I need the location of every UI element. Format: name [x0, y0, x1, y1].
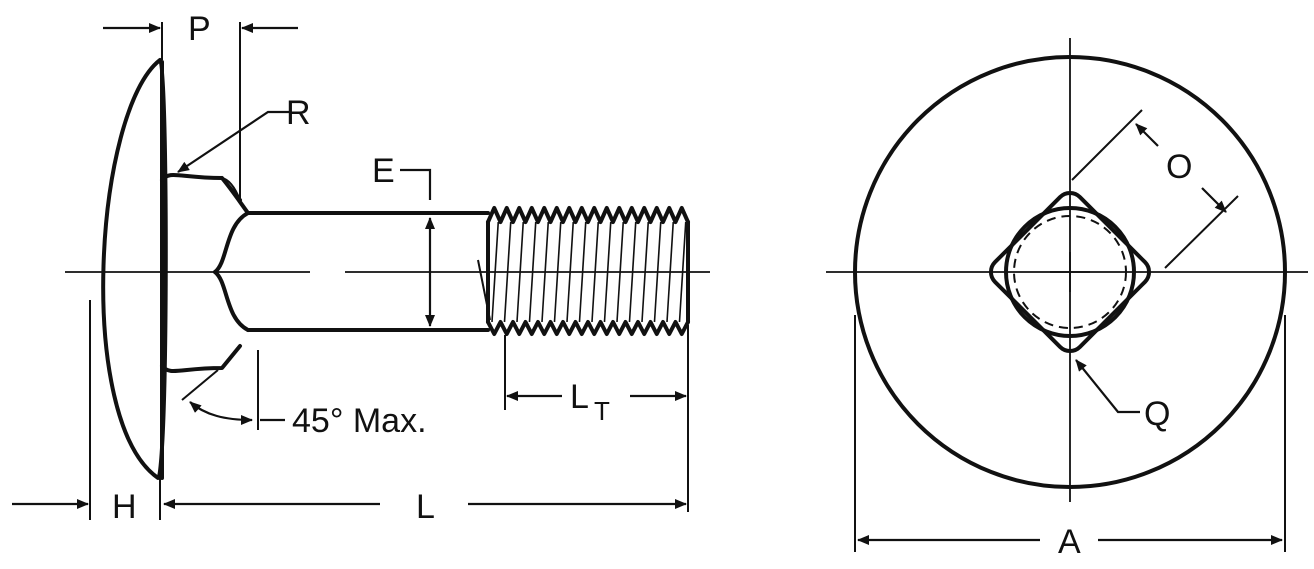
square-neck: [160, 173, 250, 373]
head-circle: [853, 55, 1287, 489]
dimension-e-leader: [400, 168, 432, 200]
angle-line: [181, 369, 219, 401]
thread-line-7: [578, 221, 587, 323]
label-q: Q: [1144, 395, 1170, 433]
neck-scallop-lower: [213, 270, 250, 332]
thread-profile-bottom: [486, 320, 690, 336]
shank-circle: [1004, 206, 1136, 338]
label-a: A: [1058, 523, 1081, 561]
thread-line-0: [491, 221, 500, 323]
side-view: E R P 45° Max. L T H L: [12, 10, 710, 526]
label-o: O: [1166, 148, 1192, 186]
thread-line-5: [553, 221, 562, 323]
label-e: E: [372, 152, 395, 190]
thread-line-10: [616, 221, 625, 323]
o-arrow-1: [1135, 123, 1159, 147]
o-extension-2: [1164, 195, 1239, 269]
o-extension-1: [1071, 109, 1143, 181]
q-leader: [1075, 359, 1140, 414]
thread-line-3: [528, 221, 537, 323]
thread-root-circle: [1013, 215, 1127, 329]
thread-line-15: [678, 221, 687, 323]
thread-profile-top: [486, 206, 690, 224]
label-angle: 45° Max.: [292, 402, 427, 440]
angle-arc: [189, 401, 253, 425]
thread-line-11: [628, 221, 637, 323]
label-r: R: [286, 94, 311, 132]
thread-line-13: [653, 221, 662, 323]
dimension-r-leader: [177, 110, 290, 173]
square-neck-outline: [988, 190, 1152, 354]
thread-line-4: [541, 221, 550, 323]
bolt-head-dome: [101, 58, 168, 480]
thread-runout: [477, 259, 491, 321]
end-view: O Q A: [826, 38, 1308, 561]
label-lt-sub: T: [594, 396, 610, 426]
thread-line-1: [503, 221, 512, 323]
label-h: H: [112, 488, 137, 526]
thread-line-8: [591, 221, 600, 323]
label-lt-main: L: [570, 378, 589, 416]
label-p: P: [188, 10, 211, 48]
threaded-section: [486, 206, 690, 336]
o-arrow-2: [1201, 187, 1227, 213]
thread-line-14: [666, 221, 675, 323]
thread-line-2: [516, 221, 525, 323]
thread-line-12: [641, 221, 650, 323]
thread-line-9: [603, 221, 612, 323]
thread-line-6: [566, 221, 575, 323]
label-l: L: [416, 488, 435, 526]
neck-scallop-upper: [213, 211, 250, 274]
